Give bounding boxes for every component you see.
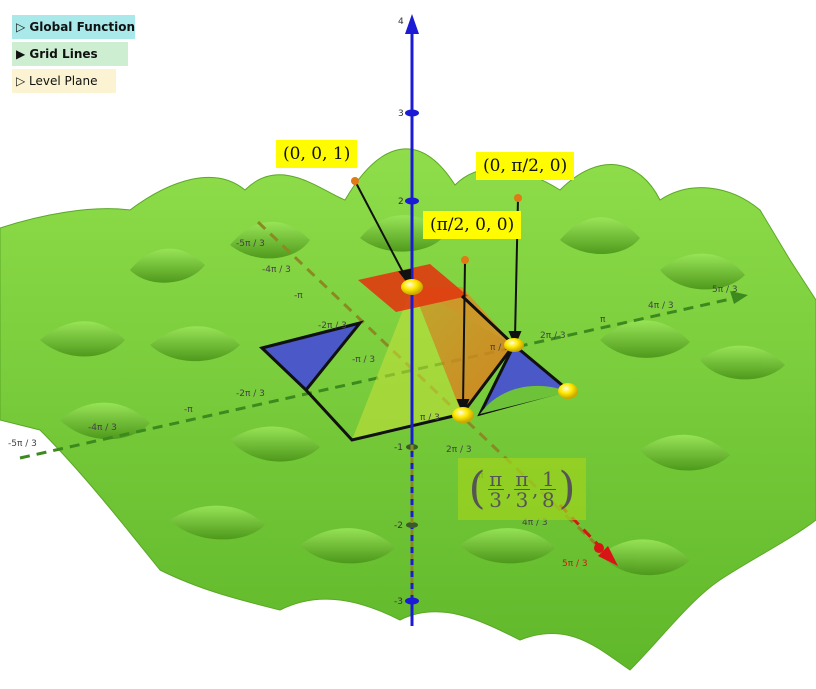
z-tick-neg1: -1 [394, 443, 403, 453]
surface-shading [40, 215, 785, 576]
blue-triangle-left [259, 320, 364, 393]
x-tick-label: 5π / 3 [562, 559, 588, 569]
x-tick-label: -π [294, 291, 303, 301]
pointer-line [462, 259, 466, 407]
frac-z-den: 8 [541, 487, 555, 512]
toggle-grid-lines[interactable]: ▶ Grid Lines [12, 42, 128, 66]
z-tick-3: 3 [398, 109, 404, 119]
z-axis-arrow [405, 14, 419, 34]
y-tick-label: 5π / 3 [712, 285, 738, 295]
frac-z-num: 1 [541, 466, 555, 491]
z-tick-4: 4 [398, 17, 404, 27]
point-y[interactable] [504, 338, 524, 352]
frac-y-num: π [515, 466, 529, 491]
z-axis-ticks [405, 109, 419, 605]
z-tick-neg2: -2 [394, 521, 403, 531]
y-tick-label: π [600, 315, 606, 325]
pointer-anchor [461, 256, 469, 264]
critical-points[interactable] [401, 279, 578, 423]
z-tick-neg3: -3 [394, 597, 403, 607]
point-x[interactable] [452, 407, 474, 423]
y-tick-label: -5π / 3 [8, 439, 37, 449]
callout-origin-point: (0, 0, 1) [276, 140, 358, 168]
frac-x-num: π [489, 466, 503, 491]
x-tick-label: -π / 3 [352, 355, 375, 365]
x-tick-label: -2π / 3 [318, 321, 347, 331]
callout-x-point: (π/2, 0, 0) [423, 211, 522, 239]
pyramid-region [352, 287, 462, 440]
x-tick-label: -4π / 3 [262, 265, 291, 275]
x-tick-label: π / 3 [420, 413, 440, 423]
x-tick-label: 4π / 3 [522, 518, 548, 528]
y-tick-label: -π [184, 405, 193, 415]
x-tick-label: 2π / 3 [446, 445, 472, 455]
y-tick-label: -4π / 3 [88, 423, 117, 433]
toggle-level-plane[interactable]: ▷ Level Plane [12, 69, 116, 93]
point-critical[interactable] [558, 383, 578, 399]
x-tick-label: -5π / 3 [236, 239, 265, 249]
point-origin[interactable] [401, 279, 423, 295]
y-tick-label: -2π / 3 [236, 389, 265, 399]
y-axis-arrow [730, 291, 748, 304]
pointer-line [354, 180, 408, 281]
y-tick-label: 2π / 3 [540, 331, 566, 341]
pointer-anchor [514, 194, 522, 202]
frac-y-den: 3 [515, 487, 529, 512]
y-tick-label: 4π / 3 [648, 301, 674, 311]
y-tick-label: π / 3 [490, 343, 510, 353]
pointer-anchor [351, 177, 359, 185]
frac-x-den: 3 [489, 487, 502, 512]
z-tick-2: 2 [398, 197, 404, 207]
callout-y-point: (0, π/2, 0) [476, 152, 575, 180]
toggle-global-function[interactable]: ▷ Global Function [12, 15, 135, 39]
